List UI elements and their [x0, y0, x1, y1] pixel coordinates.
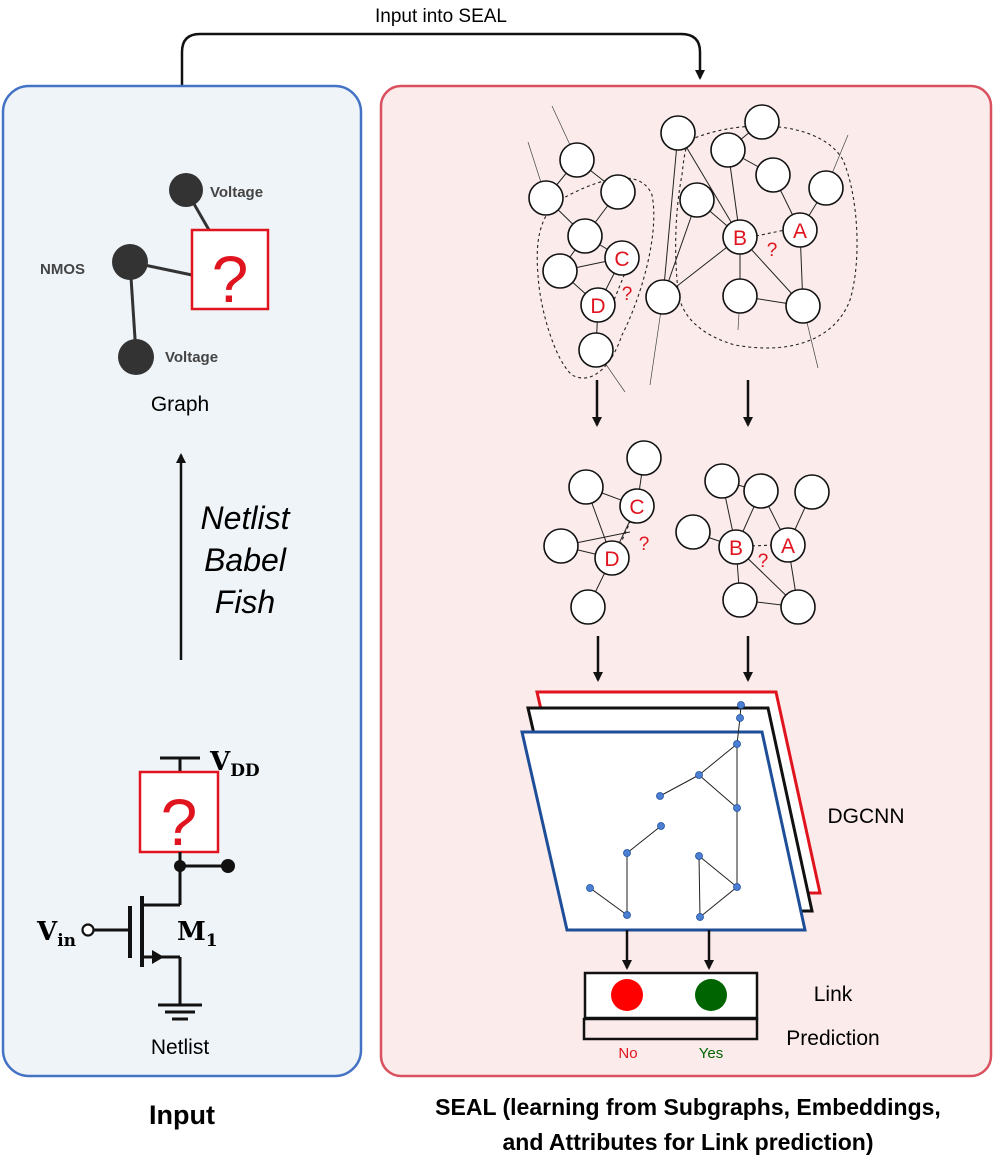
output-terminal	[174, 860, 186, 872]
node-label-a: A	[793, 220, 807, 243]
node-label-b: B	[733, 227, 747, 250]
node-label-c: C	[614, 248, 629, 271]
unknown-component-mark: ?	[212, 242, 249, 316]
prediction-no-dot	[611, 979, 643, 1011]
unknown-component-schematic-mark: ?	[161, 785, 198, 859]
vin-label: Vin	[36, 917, 76, 951]
dgcnn-stack	[520, 690, 822, 932]
dgcnn-layer-blue	[520, 730, 807, 932]
subgraph-outline-ab	[675, 125, 858, 349]
vdd-label: VDD	[209, 747, 260, 781]
link-prediction-output	[583, 971, 759, 1020]
sub-missing-link-mark-cd: ?	[639, 534, 650, 555]
netlist-graph: ? Voltage NMOS Voltage	[40, 173, 270, 375]
dgcnn-label: DGCNN	[828, 805, 905, 828]
unknown-component-box	[190, 228, 270, 311]
prediction-yes-dot	[695, 979, 727, 1011]
transform-label-line3: Fish	[215, 584, 275, 620]
link-prediction-label-line2: Prediction	[786, 1027, 879, 1050]
seal-caption-line2: and Attributes for Link prediction)	[503, 1129, 874, 1155]
m1-label: M1	[177, 917, 218, 951]
sub-node-label-d: D	[604, 548, 619, 571]
subgraph-cd: C D ?	[543, 440, 662, 625]
voltage-label-top: Voltage	[210, 184, 263, 201]
netlist-label: Netlist	[151, 1036, 210, 1059]
prediction-yes-label: Yes	[699, 1045, 723, 1062]
graph-label: Graph	[151, 393, 209, 416]
transform-label-line2: Babel	[204, 542, 287, 578]
sub-node-label-c: C	[629, 496, 644, 519]
netlist-schematic: ?	[81, 756, 235, 1021]
subgraph-ab: B A ?	[675, 463, 830, 625]
voltage-node-bottom	[118, 339, 154, 375]
input-caption: Input	[149, 1100, 215, 1130]
seal-panel	[379, 84, 993, 1078]
sub-missing-link-mark-ab: ?	[758, 551, 769, 572]
missing-link-mark-ab: ?	[767, 240, 778, 261]
input-terminal	[81, 923, 95, 937]
missing-link-mark-cd: ?	[622, 284, 633, 305]
input-into-seal-label: Input into SEAL	[375, 6, 507, 27]
transform-label-line1: Netlist	[201, 500, 291, 536]
seal-caption-line1: SEAL (learning from Subgraphs, Embedding…	[435, 1094, 941, 1120]
nmos-label: NMOS	[40, 261, 85, 278]
voltage-node-top	[169, 173, 203, 207]
output-terminal-end	[221, 859, 235, 873]
link-prediction-label-line1: Link	[814, 983, 853, 1006]
sub-node-label-b: B	[729, 537, 743, 560]
voltage-label-bottom: Voltage	[165, 349, 218, 366]
prediction-no-label: No	[618, 1045, 637, 1062]
nmos-node	[112, 244, 148, 280]
full-graph: C D B A ? ?	[527, 104, 858, 393]
node-label-d: D	[590, 295, 605, 318]
input-to-seal-arrow	[180, 32, 705, 86]
sub-node-label-a: A	[781, 535, 795, 558]
